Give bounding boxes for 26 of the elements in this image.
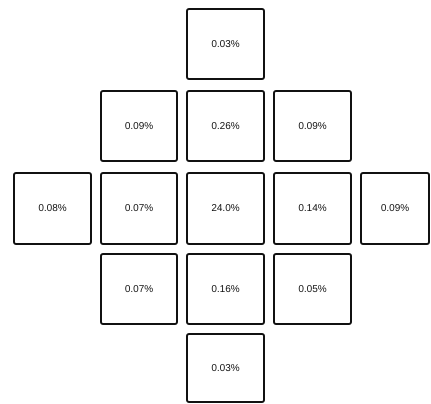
- grid-box: [13, 172, 92, 245]
- percentage-value: 0.14%: [298, 203, 327, 214]
- percentage-value: 0.08%: [38, 203, 67, 214]
- percentage-value: 0.09%: [298, 120, 327, 132]
- grid-box: [273, 172, 352, 245]
- percentage-value: 0.16%: [211, 284, 240, 294]
- grid-box: [100, 253, 178, 325]
- percentage-value: 0.03%: [211, 362, 240, 374]
- percentage-value: 0.26%: [211, 120, 240, 132]
- grid-box: [273, 90, 352, 162]
- percentage-value: 0.09%: [124, 120, 154, 132]
- percentage-value: 0.09%: [380, 203, 410, 214]
- percentage-value: 0.05%: [298, 284, 327, 294]
- grid-box: [360, 172, 430, 245]
- grid-box: [100, 90, 178, 162]
- percentage-value: 0.07%: [124, 203, 154, 214]
- grid-box: [186, 253, 265, 325]
- percentage-value: 0.03%: [211, 38, 240, 50]
- grid-box: [186, 90, 265, 162]
- percentage-value: 24.0%: [211, 203, 240, 214]
- grid-box: [100, 172, 178, 245]
- grid-box: [186, 8, 265, 80]
- grid-box: [186, 172, 265, 245]
- percentage-value: 0.07%: [124, 284, 154, 294]
- grid-box: [186, 333, 265, 403]
- grid-box: [273, 253, 352, 325]
